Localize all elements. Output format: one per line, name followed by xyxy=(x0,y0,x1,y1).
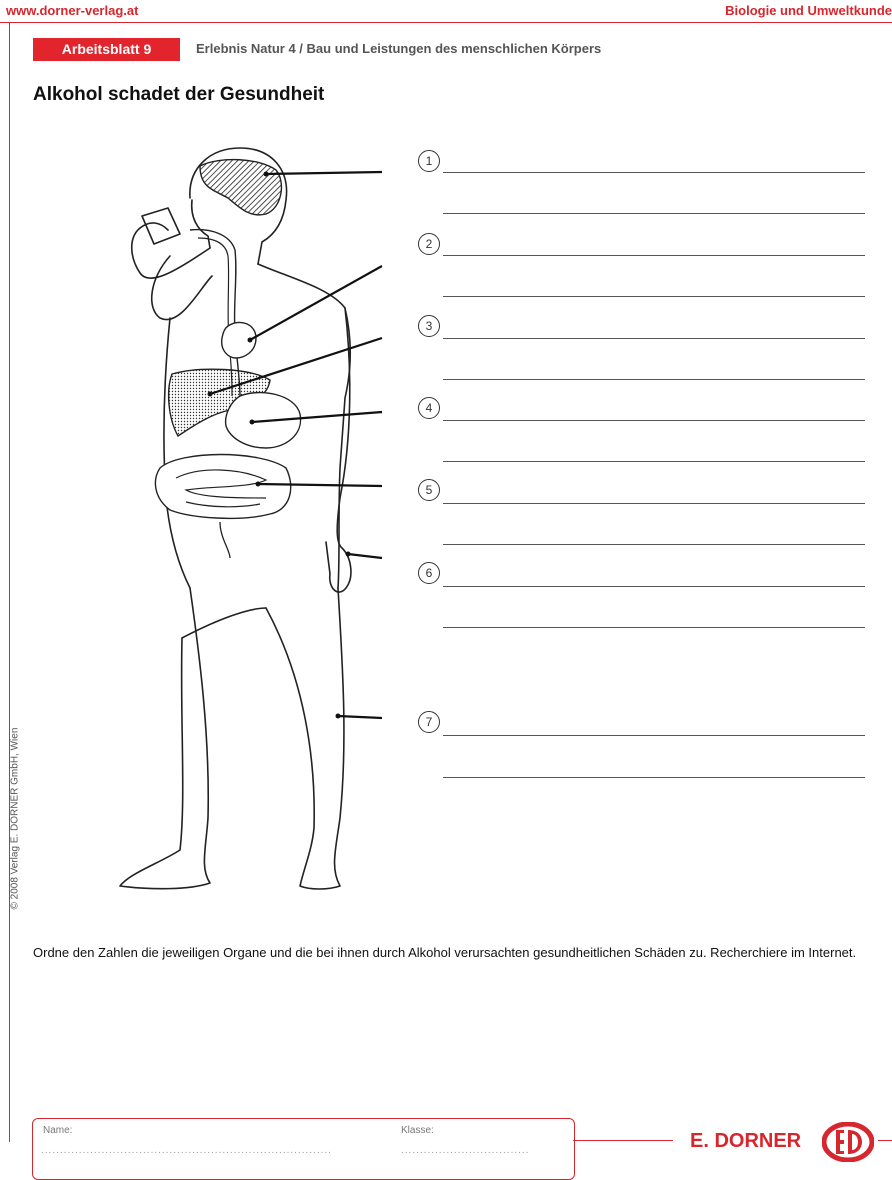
brain xyxy=(200,160,281,215)
answer-line-2a[interactable] xyxy=(443,255,865,256)
label-number-6: 6 xyxy=(418,562,440,584)
name-label: Name: xyxy=(43,1125,72,1136)
left-leg xyxy=(120,588,210,889)
answer-line-6b[interactable] xyxy=(443,627,865,628)
class-field[interactable]: .................................. xyxy=(401,1145,529,1156)
worksheet-subtitle: Erlebnis Natur 4 / Bau und Leistungen de… xyxy=(196,41,601,56)
class-label: Klasse: xyxy=(401,1125,434,1136)
answer-line-5a[interactable] xyxy=(443,503,865,504)
margin-rule xyxy=(9,22,10,1142)
label-number-3: 3 xyxy=(418,315,440,337)
task-instruction: Ordne den Zahlen die jeweiligen Organe u… xyxy=(33,944,873,961)
header-rule xyxy=(0,22,892,23)
label-number-2: 2 xyxy=(418,233,440,255)
answer-line-6a[interactable] xyxy=(443,586,865,587)
right-leg xyxy=(266,588,344,889)
answer-line-3b[interactable] xyxy=(443,379,865,380)
page-title: Alkohol schadet der Gesundheit xyxy=(33,84,324,106)
label-number-7: 7 xyxy=(418,711,440,733)
answer-line-1a[interactable] xyxy=(443,172,865,173)
answer-line-1b[interactable] xyxy=(443,213,865,214)
answer-line-5b[interactable] xyxy=(443,544,865,545)
answer-line-7a[interactable] xyxy=(443,735,865,736)
glass xyxy=(142,208,180,244)
answer-line-4b[interactable] xyxy=(443,461,865,462)
copyright-note: © 2008 Verlag E. DORNER GmbH, Wien xyxy=(10,730,21,910)
label-number-4: 4 xyxy=(418,397,440,419)
publisher-brand: E. DORNER xyxy=(690,1130,801,1153)
answer-line-7b[interactable] xyxy=(443,777,865,778)
label-number-1: 1 xyxy=(418,150,440,172)
raised-arm xyxy=(132,223,210,278)
human-body-diagram xyxy=(90,138,400,898)
publisher-logo xyxy=(822,1122,874,1162)
answer-line-4a[interactable] xyxy=(443,420,865,421)
answer-line-2b[interactable] xyxy=(443,296,865,297)
footer-rule xyxy=(573,1140,673,1141)
label-number-5: 5 xyxy=(418,479,440,501)
publisher-url: www.dorner-verlag.at xyxy=(6,3,138,18)
name-class-box: Name: ..................................… xyxy=(32,1118,575,1180)
subject-header: Biologie und Umweltkunde xyxy=(725,3,892,18)
worksheet-badge: Arbeitsblatt 9 xyxy=(33,38,180,61)
name-field[interactable]: ........................................… xyxy=(41,1145,332,1156)
footer-rule-right xyxy=(878,1140,892,1141)
answer-line-3a[interactable] xyxy=(443,338,865,339)
